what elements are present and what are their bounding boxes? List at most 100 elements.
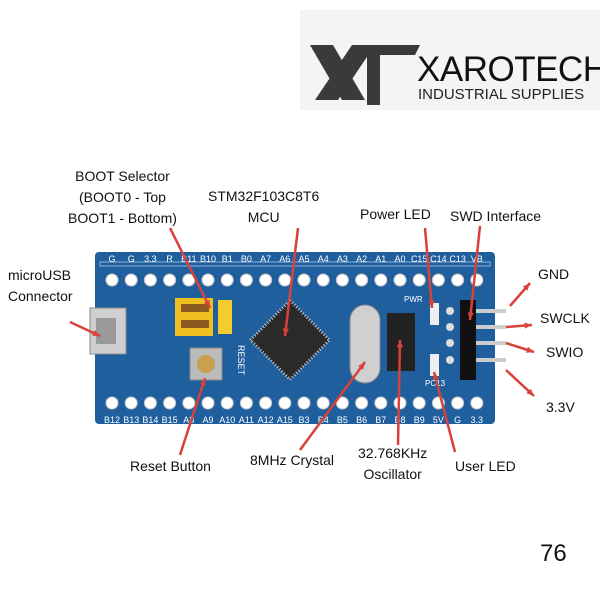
power-led xyxy=(430,303,439,325)
label-oscillator: 32.768KHz Oscillator xyxy=(358,443,427,485)
arrow-head xyxy=(432,372,439,380)
arrow-head xyxy=(203,300,210,308)
pin-hole xyxy=(297,396,311,410)
pin-hole xyxy=(451,396,465,410)
swd-pin-lead xyxy=(476,325,506,329)
bottom-pin-label: A8 xyxy=(183,415,194,425)
callout-arrow xyxy=(298,361,367,451)
top-pin-label: A4 xyxy=(318,254,329,264)
logo-panel xyxy=(300,10,600,110)
top-pin-label: 3.3 xyxy=(144,254,157,264)
top-pin-label: A3 xyxy=(337,254,348,264)
pin-hole xyxy=(239,273,253,287)
pin-hole xyxy=(412,273,426,287)
swd-pin-lead xyxy=(476,341,506,345)
bottom-pin-label: B8 xyxy=(394,415,405,425)
label-gnd: GND xyxy=(538,266,570,282)
swd-pin xyxy=(446,307,454,315)
bottom-pin-label: A9 xyxy=(202,415,213,425)
top-pin-label: A1 xyxy=(375,254,386,264)
reset-button-cap xyxy=(197,355,215,373)
pin-hole xyxy=(374,396,388,410)
pin-hole xyxy=(220,273,234,287)
bottom-pin-label: B6 xyxy=(356,415,367,425)
bottom-pin-label: B5 xyxy=(337,415,348,425)
bottom-pin-label: A15 xyxy=(277,415,293,425)
pin-hole xyxy=(143,273,157,287)
usb-line-2: Connector xyxy=(8,288,73,304)
pin-hole xyxy=(105,273,119,287)
reset-button xyxy=(189,347,223,381)
bottom-pin-label: B13 xyxy=(123,415,139,425)
label-power-led: Power LED xyxy=(360,206,431,222)
label-boot-selector: BOOT Selector (BOOT0 - Top BOOT1 - Botto… xyxy=(68,166,177,229)
brand-name: XAROTECH xyxy=(417,50,600,89)
arrow-head xyxy=(282,328,289,336)
label-microusb: microUSB Connector xyxy=(8,265,73,307)
bottom-pin-label: A11 xyxy=(239,415,254,425)
top-pin-label: A5 xyxy=(298,254,309,264)
pin-hole xyxy=(220,396,234,410)
pin-hole xyxy=(335,396,349,410)
swd-pin-lead xyxy=(476,358,506,362)
label-swd: SWD Interface xyxy=(450,208,542,224)
osc-line-1: 32.768KHz xyxy=(358,445,428,461)
pin-hole xyxy=(412,396,426,410)
callout-arrow xyxy=(168,227,212,309)
top-pin-label: B11 xyxy=(181,254,196,264)
top-pin-label: A0 xyxy=(394,254,405,264)
osc-line-2: Oscillator xyxy=(363,466,422,482)
top-pin-label: B10 xyxy=(200,254,216,264)
bottom-pin-label: 3.3 xyxy=(471,415,484,425)
boot-line-3: BOOT1 - Bottom) xyxy=(68,210,177,226)
pin-hole xyxy=(316,273,330,287)
jumper-header xyxy=(218,300,232,334)
callout-arrow xyxy=(423,227,434,309)
crystal-8mhz xyxy=(349,304,381,384)
top-pin-label: C15 xyxy=(411,254,428,264)
arrow-head xyxy=(526,346,534,353)
top-pin-label: A7 xyxy=(260,254,271,264)
jumper xyxy=(181,304,209,312)
top-pin-label: R xyxy=(166,254,173,264)
page-number: 76 xyxy=(540,540,567,567)
mcu-chip xyxy=(248,298,332,382)
swd-pin xyxy=(446,356,454,364)
bottom-pin-label: A10 xyxy=(219,415,235,425)
brand-tagline: INDUSTRIAL SUPPLIES xyxy=(418,86,585,103)
pin-hole xyxy=(297,273,311,287)
pin-hole xyxy=(143,396,157,410)
pin-hole xyxy=(182,396,196,410)
pin-hole xyxy=(239,396,253,410)
arrow-head xyxy=(526,388,534,396)
top-pin-label: G xyxy=(108,254,115,264)
label-crystal: 8MHz Crystal xyxy=(250,452,335,468)
bottom-pin-label: B12 xyxy=(104,415,120,425)
arrow-head xyxy=(358,362,365,370)
mcu-line-2: MCU xyxy=(247,209,280,225)
boot-line-1: BOOT Selector xyxy=(75,168,170,184)
label-swclk: SWCLK xyxy=(540,310,590,326)
bottom-pin-row: B12B13B14B15A8A9A10A11A12A15B3B4B5B6B7B8… xyxy=(104,396,484,425)
label-swio: SWIO xyxy=(546,344,584,360)
pin-hole xyxy=(431,273,445,287)
pin-hole xyxy=(316,396,330,410)
arrow-head xyxy=(396,340,403,348)
pin-hole xyxy=(163,273,177,287)
pin-hole xyxy=(201,273,215,287)
pin-hole xyxy=(163,396,177,410)
swd-pin xyxy=(446,339,454,347)
top-pin-label: A2 xyxy=(356,254,367,264)
xt-logo-mark xyxy=(310,45,420,105)
top-pin-label: C13 xyxy=(449,254,466,264)
pin-hole xyxy=(278,273,292,287)
arrows xyxy=(69,225,535,456)
pin-hole xyxy=(355,396,369,410)
pin-hole xyxy=(278,396,292,410)
label-mcu: STM32F103C8T6 MCU xyxy=(208,186,319,228)
pin-hole xyxy=(124,396,138,410)
label-3v3: 3.3V xyxy=(546,399,575,415)
swd-header xyxy=(460,300,476,380)
